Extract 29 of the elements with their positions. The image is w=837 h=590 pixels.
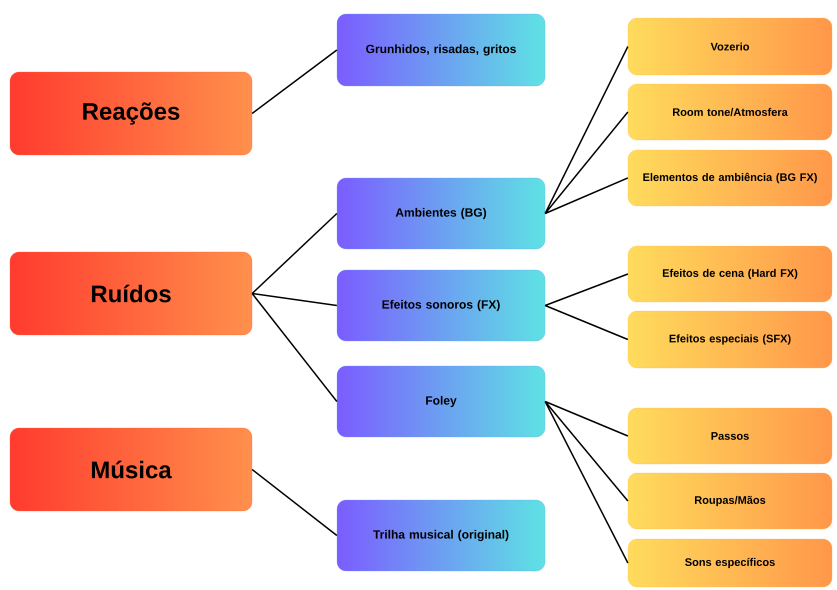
item-box: Roupas/Mãos — [628, 472, 832, 530]
item-box: Passos — [628, 408, 832, 464]
item-box: Elementos de ambiência (BG FX) — [628, 150, 832, 206]
connector-line — [544, 304, 628, 340]
connector-line — [252, 468, 338, 536]
connector-line — [544, 273, 628, 306]
connector-line — [544, 177, 628, 214]
item-box: Sons específicos — [628, 538, 832, 588]
connector-line — [544, 401, 628, 502]
category-box: Reações — [10, 72, 252, 156]
subcategory-box: Foley — [336, 366, 546, 438]
subcategory-box: Grunhidos, risadas, gritos — [336, 14, 546, 86]
item-box: Room tone/Atmosfera — [628, 84, 832, 140]
connector-line — [252, 293, 338, 402]
connector-line — [252, 49, 338, 114]
subcategory-box: Trilha musical (original) — [336, 500, 546, 572]
connector-line — [544, 46, 629, 214]
connector-line — [544, 112, 628, 214]
category-box: Música — [10, 428, 252, 512]
connector-line — [544, 401, 629, 564]
item-box: Vozerio — [628, 18, 832, 76]
item-box: Efeitos de cena (Hard FX) — [628, 246, 832, 302]
connector-line — [544, 400, 628, 437]
item-box: Efeitos especiais (SFX) — [628, 310, 832, 368]
connector-line — [252, 292, 337, 306]
connector-line — [252, 212, 338, 294]
subcategory-box: Ambientes (BG) — [336, 178, 546, 250]
subcategory-box: Efeitos sonoros (FX) — [336, 270, 546, 342]
category-box: Ruídos — [10, 252, 252, 336]
